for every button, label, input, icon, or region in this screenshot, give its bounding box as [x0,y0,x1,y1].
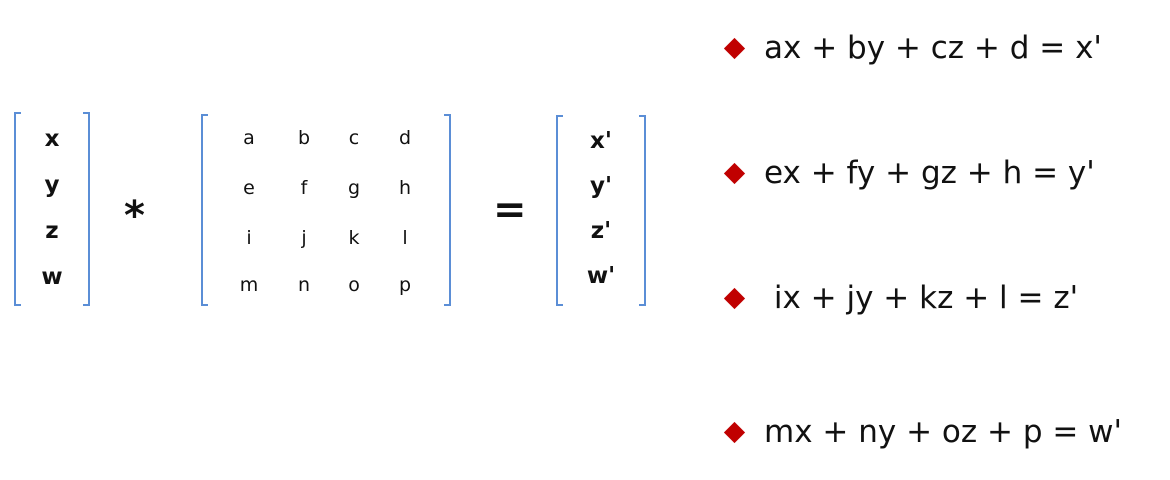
diamond-bullet-icon [723,287,746,309]
input-vector-entry-z: z [45,218,59,244]
output-vector-right-bracket [639,115,646,306]
input-vector: x y z w [14,112,90,306]
matrix-cell-l: l [402,227,408,249]
matrix-cell-p: p [398,274,412,296]
multiply-operator: * [124,193,145,239]
matrix-cell-c: c [348,127,360,149]
matrix-left-bracket [201,114,208,306]
diamond-bullet-icon [723,421,746,443]
output-vector-entry-z-prime: z' [590,218,612,244]
matrix-cell-j: j [301,227,307,249]
diamond-bullet-icon [723,37,746,59]
matrix-cell-k: k [348,227,360,249]
diamond-bullet-icon [723,162,746,184]
input-vector-left-bracket [14,112,21,306]
input-vector-entry-w: w [41,264,63,290]
equation-text: ex + fy + gz + h = y' [764,155,1095,191]
matrix-cell-b: b [297,127,311,149]
equation-row-x: ax + by + cz + d = x' [722,26,1102,70]
equals-operator: = [493,187,527,233]
output-vector: x' y' z' w' [556,115,646,306]
output-vector-entry-y-prime: y' [589,173,613,199]
input-vector-right-bracket [83,112,90,306]
transform-matrix: a b c d e f g h i j k l m n o p [201,114,451,306]
equation-text: ax + by + cz + d = x' [764,30,1102,66]
equation-text: ix + jy + kz + l = z' [764,280,1079,316]
output-vector-entry-x-prime: x' [590,128,612,154]
input-vector-entry-y: y [44,172,60,198]
equation-row-y: ex + fy + gz + h = y' [722,151,1095,195]
matrix-right-bracket [444,114,451,306]
output-vector-left-bracket [556,115,563,306]
matrix-cell-n: n [297,274,311,296]
matrix-cell-i: i [246,227,252,249]
equation-row-z: ix + jy + kz + l = z' [722,276,1078,320]
matrix-cell-f: f [300,177,308,199]
equation-text: mx + ny + oz + p = w' [764,414,1123,450]
equation-row-w: mx + ny + oz + p = w' [722,410,1122,454]
matrix-cell-m: m [239,274,259,296]
matrix-cell-d: d [398,127,412,149]
matrix-cell-o: o [348,274,360,296]
matrix-cell-e: e [243,177,255,199]
matrix-cell-h: h [398,177,412,199]
matrix-cell-a: a [243,127,255,149]
input-vector-entry-x: x [44,126,60,152]
matrix-cell-g: g [347,177,361,199]
output-vector-entry-w-prime: w' [586,263,616,289]
